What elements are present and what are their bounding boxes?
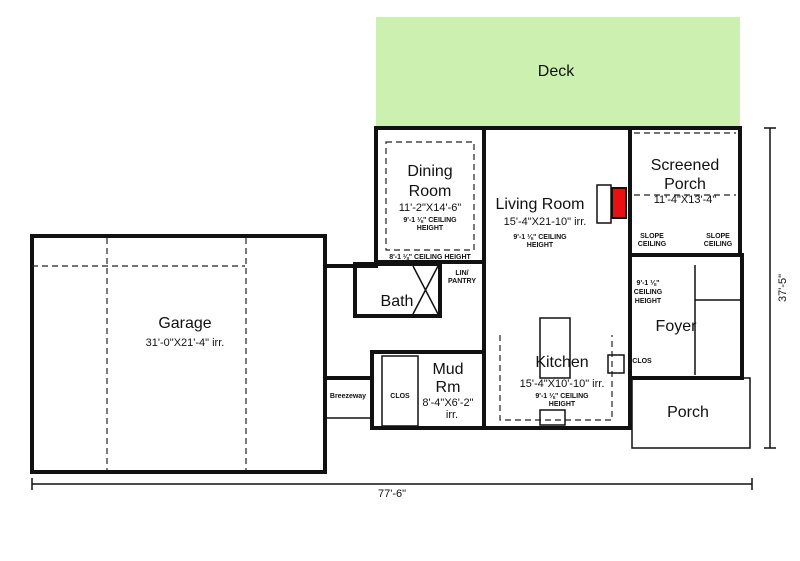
slope-ceiling-1b: CEILING xyxy=(638,241,667,248)
pantry-label-2: PANTRY xyxy=(448,278,476,285)
garage-label: Garage xyxy=(158,315,211,332)
screened-porch-label: Screened xyxy=(651,157,720,174)
porch-label: Porch xyxy=(667,404,709,421)
living-ceiling: 9'-1 ⅛" CEILING xyxy=(513,234,567,241)
width-dimension: 77'-6" xyxy=(378,488,406,500)
living-ceiling-2: HEIGHT xyxy=(527,242,554,249)
dining-ceiling-2: HEIGHT xyxy=(417,225,444,232)
garage xyxy=(30,234,327,474)
mud-room-label: Mud xyxy=(432,361,463,378)
foyer-label: Foyer xyxy=(656,318,698,335)
porch xyxy=(631,377,751,449)
mud-closet-label: CLOS xyxy=(390,393,410,400)
kitchen-size: 15'-4"X10'-10" irr. xyxy=(520,378,605,390)
bath-label: Bath xyxy=(381,293,414,310)
living-label: Living Room xyxy=(496,196,585,213)
foyer-ceiling-2: CEILING xyxy=(634,289,663,296)
dining-label: Dining xyxy=(407,163,452,180)
mud-room-size: 8'-4"X6'-2" xyxy=(422,397,473,409)
slope-ceiling-2b: CEILING xyxy=(704,241,733,248)
deck xyxy=(376,17,740,128)
slope-ceiling-1: SLOPE xyxy=(640,233,664,240)
dining-size: 11'-2"X14'-6" xyxy=(399,202,462,214)
breezeway-label: Breezeway xyxy=(330,393,366,400)
dining-ceiling: 9'-1 ⅛" CEILING xyxy=(403,217,457,224)
slope-ceiling-2: SLOPE xyxy=(706,233,730,240)
mud-room-label-2: Rm xyxy=(436,379,461,396)
depth-dimension: 37'-5" xyxy=(777,274,789,302)
dining-outer-ceiling: 8'-1 ⅛" CEILING HEIGHT xyxy=(389,254,471,261)
foyer-ceiling-3: HEIGHT xyxy=(635,298,662,305)
garage-size: 31'-0"X21'-4" irr. xyxy=(146,337,225,349)
foyer-closet-label: CLOS xyxy=(632,358,652,365)
kitchen-ceiling: 9'-1 ⅛" CEILING xyxy=(535,393,589,400)
living-size: 15'-4"X21-10" irr. xyxy=(504,216,587,228)
screened-porch-size: 11'-4"X13'-4" xyxy=(654,194,717,206)
foyer-ceiling: 9'-1 ⅛" xyxy=(637,280,660,287)
pantry-label: LIN/ xyxy=(455,270,468,277)
dining-label-2: Room xyxy=(409,183,452,200)
kitchen-label: Kitchen xyxy=(535,354,588,371)
deck-label: Deck xyxy=(538,63,575,80)
kitchen-ceiling-2: HEIGHT xyxy=(549,401,576,408)
mud-room-irr: irr. xyxy=(446,409,458,421)
fireplace xyxy=(611,187,627,219)
screened-porch-label-2: Porch xyxy=(664,176,706,193)
